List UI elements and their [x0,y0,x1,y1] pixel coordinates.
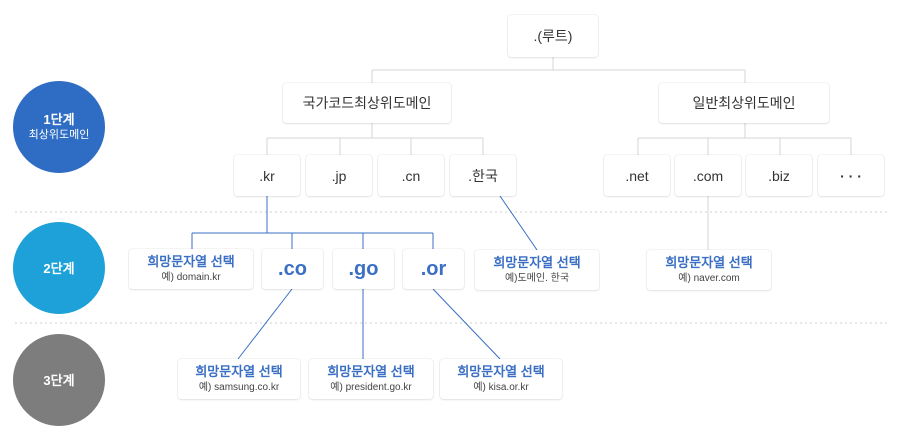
level-1-subtitle: 최상위도메인 [28,129,90,141]
sld-go-node: .go [333,249,394,289]
go-custom-example: 예) president.go.kr [330,382,412,393]
level-2-circle: 2단계 [13,222,105,314]
sld-co-node: .co [262,249,323,289]
kr-custom-string-node: 희망문자열 선택 예) domain.kr [129,249,253,289]
sld-co-label: .co [278,257,307,280]
tld-hangul-node: .한국 [450,155,516,196]
country-code-tld-label: 국가코드최상위도메인 [302,95,432,111]
go-custom-string-node: 희망문자열 선택 예) president.go.kr [309,359,433,399]
kr-custom-example: 예) domain.kr [161,272,221,283]
level-3-circle: 3단계 [13,334,105,426]
level-1-title: 1단계 [43,112,75,127]
tld-biz-node: .biz [746,155,812,196]
go-custom-title: 희망문자열 선택 [327,364,415,379]
co-connector [237,288,293,360]
tld-com-label: .com [692,167,724,184]
or-custom-title: 희망문자열 선택 [457,364,545,379]
tld-kr-node: .kr [234,155,300,196]
tld-more-node: · · · [818,155,884,196]
or-custom-string-node: 희망문자열 선택 예) kisa.or.kr [440,359,562,399]
root-node: .(루트) [508,15,598,57]
level-1-circle: 1단계 최상위도메인 [13,81,105,173]
sld-go-label: .go [348,257,379,280]
sld-or-label: .or [420,257,447,280]
tld-net-label: .net [625,167,649,184]
tld-biz-label: .biz [768,167,790,184]
level-2-title: 2단계 [43,260,75,276]
country-code-tld-node: 국가코드최상위도메인 [283,83,451,123]
tld-com-node: .com [675,155,741,196]
kr-custom-title: 희망문자열 선택 [147,254,235,269]
hangul-custom-string-node: 희망문자열 선택 예)도메인. 한국 [475,250,599,290]
co-custom-title: 희망문자열 선택 [195,364,283,379]
tld-cn-node: .cn [378,155,444,196]
generic-tld-node: 일반최상위도메인 [659,83,829,123]
co-custom-example: 예) samsung.co.kr [198,382,280,393]
sld-or-node: .or [403,249,464,289]
com-custom-title: 희망문자열 선택 [665,255,753,270]
tld-hangul-label: .한국 [468,167,498,184]
or-connector [432,288,501,360]
root-label: .(루트) [533,28,573,44]
generic-tld-label: 일반최상위도메인 [692,95,796,111]
tld-net-node: .net [604,155,670,196]
hangul-custom-title: 희망문자열 선택 [493,255,581,270]
level-3-title: 3단계 [43,372,75,388]
tld-cn-label: .cn [401,167,421,184]
hangul-custom-example: 예)도메인. 한국 [504,273,570,284]
com-custom-string-node: 희망문자열 선택 예) naver.com [647,250,771,290]
tld-jp-node: .jp [306,155,372,196]
com-custom-example: 예) naver.com [678,273,740,284]
tld-kr-label: .kr [259,167,275,184]
tld-jp-label: .jp [331,167,347,184]
tld-more-label: · · · [840,167,862,184]
hangul-connector [499,195,538,251]
or-custom-example: 예) kisa.or.kr [473,382,529,393]
co-custom-string-node: 희망문자열 선택 예) samsung.co.kr [178,359,300,399]
